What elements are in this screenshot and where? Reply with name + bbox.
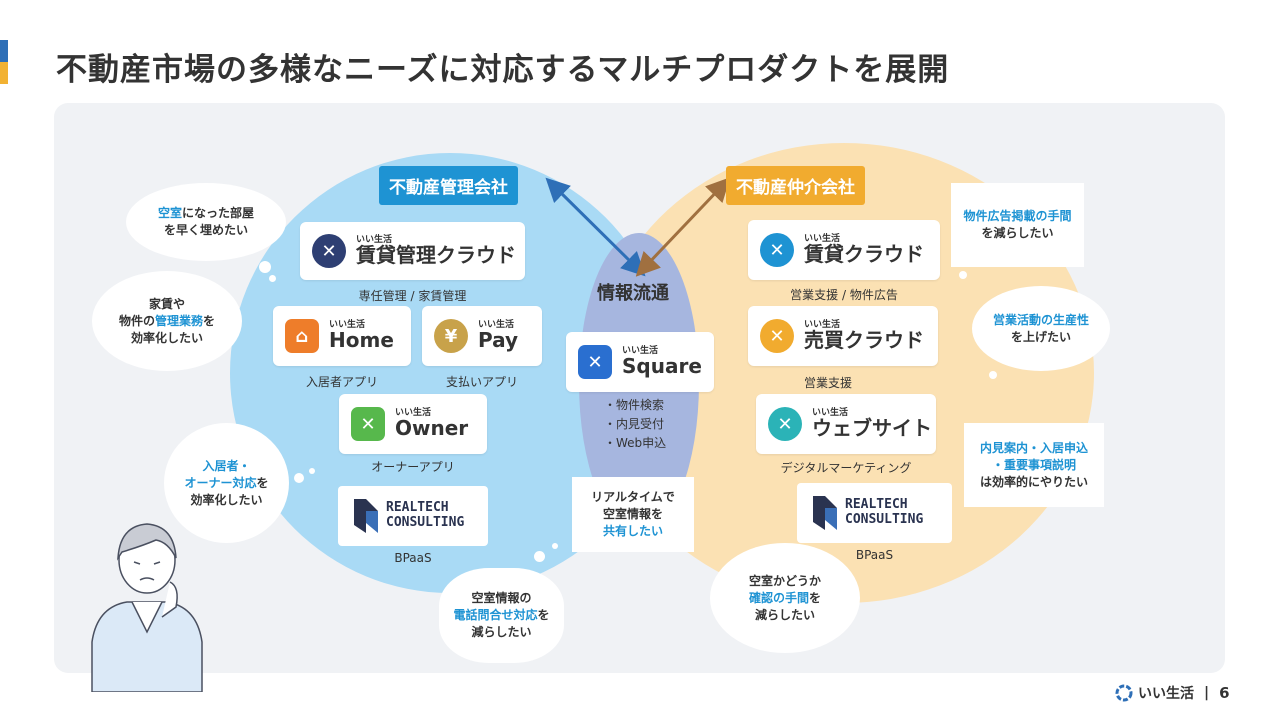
need-tenant-bubble: 入居者・オーナー対応を効率化したい (164, 423, 289, 543)
realtech-logo-icon (354, 499, 378, 533)
need-admin-bubble: 家賃や物件の管理業務を効率化したい (92, 271, 242, 371)
need-confirm-bubble: 空室かどうか確認の手間を減らしたい (710, 543, 860, 653)
product-caption: オーナーアプリ (371, 460, 455, 474)
need-ads-note: 物件広告掲載の手間を減らしたい (951, 183, 1084, 267)
square-logo-icon: ✕ (578, 345, 612, 379)
product-caption: 営業支援 / 物件広告 (790, 288, 898, 302)
right-arrow (635, 177, 731, 277)
product-name: Home (329, 328, 394, 353)
product-card-home[interactable]: ⌂ いい生活 Home (273, 306, 411, 366)
realtech-card-left[interactable]: REALTECH CONSULTING (338, 486, 488, 546)
coin-icon: ¥ (434, 319, 468, 353)
baibai-cloud-logo-icon: ✕ (760, 319, 794, 353)
need-phone-bubble: 空室情報の電話問合せ対応を減らしたい (439, 568, 564, 663)
need-vacancy-bubble: 空室になった部屋を早く埋めたい (126, 183, 286, 261)
realtech-logo-icon (813, 496, 837, 530)
product-caption: 専任管理 / 家賃管理 (358, 289, 467, 303)
product-card-square[interactable]: ✕ いい生活 Square (566, 332, 714, 392)
chintai-kanri-logo-icon: ✕ (312, 234, 346, 268)
product-caption: BPaaS (394, 551, 432, 565)
category-management: 不動産管理会社 (379, 166, 518, 205)
need-realtime-note: リアルタイムで空室情報を共有したい (572, 477, 694, 552)
footer-brand: いい生活 (1138, 686, 1194, 702)
company-logo-icon (1115, 684, 1133, 702)
chintai-cloud-logo-icon: ✕ (760, 233, 794, 267)
page-number: 6 (1219, 684, 1230, 702)
left-arrow (545, 177, 646, 277)
square-feature-list: 物件検索 内見受付 Web申込 (604, 396, 666, 453)
need-viewing-note: 内見案内・入居申込・重要事項説明は効率的にやりたい (964, 423, 1104, 507)
category-broker: 不動産仲介会社 (726, 166, 865, 205)
product-card-chintai-cloud[interactable]: ✕ いい生活 賃貸クラウド (748, 220, 940, 280)
footer: いい生活 | 6 (1115, 683, 1230, 703)
product-card-website[interactable]: ✕ いい生活 ウェブサイト (756, 394, 936, 454)
product-name: 賃貸クラウド (804, 242, 924, 267)
owner-logo-icon: ✕ (351, 407, 385, 441)
product-card-owner[interactable]: ✕ いい生活 Owner (339, 394, 487, 454)
information-flow-label: 情報流通 (597, 283, 669, 304)
product-name: Square (622, 354, 702, 379)
product-caption: 営業支援 (803, 376, 852, 390)
product-name: ウェブサイト (812, 416, 932, 441)
need-productivity-bubble: 営業活動の生産性を上げたい (972, 286, 1110, 371)
product-caption: デジタルマーケティング (780, 461, 912, 475)
product-name: 賃貸管理クラウド (356, 243, 516, 268)
house-icon: ⌂ (285, 319, 319, 353)
product-name: Owner (395, 416, 469, 441)
realtech-card-right[interactable]: REALTECH CONSULTING (797, 483, 952, 543)
product-card-baibai-cloud[interactable]: ✕ いい生活 売買クラウド (748, 306, 938, 366)
product-caption: 入居者アプリ (305, 375, 378, 389)
product-name: Pay (478, 328, 519, 353)
flow-arrows (545, 177, 731, 277)
worried-person-illustration (91, 523, 203, 692)
product-name: 売買クラウド (804, 328, 924, 353)
diagram-panel: 不動産管理会社 不動産仲介会社 情報流通 ✕ いい生活 賃貸管理クラウド 専任管… (54, 103, 1225, 673)
page-title: 不動産市場の多様なニーズに対応するマルチプロダクトを展開 (56, 52, 950, 88)
website-logo-icon: ✕ (768, 407, 802, 441)
title-accent-bar (0, 40, 8, 84)
product-caption: 支払いアプリ (445, 375, 518, 389)
product-card-pay[interactable]: ¥ いい生活 Pay (422, 306, 542, 366)
product-caption: BPaaS (855, 548, 894, 562)
product-card-chintai-kanri[interactable]: ✕ いい生活 賃貸管理クラウド (300, 222, 525, 280)
